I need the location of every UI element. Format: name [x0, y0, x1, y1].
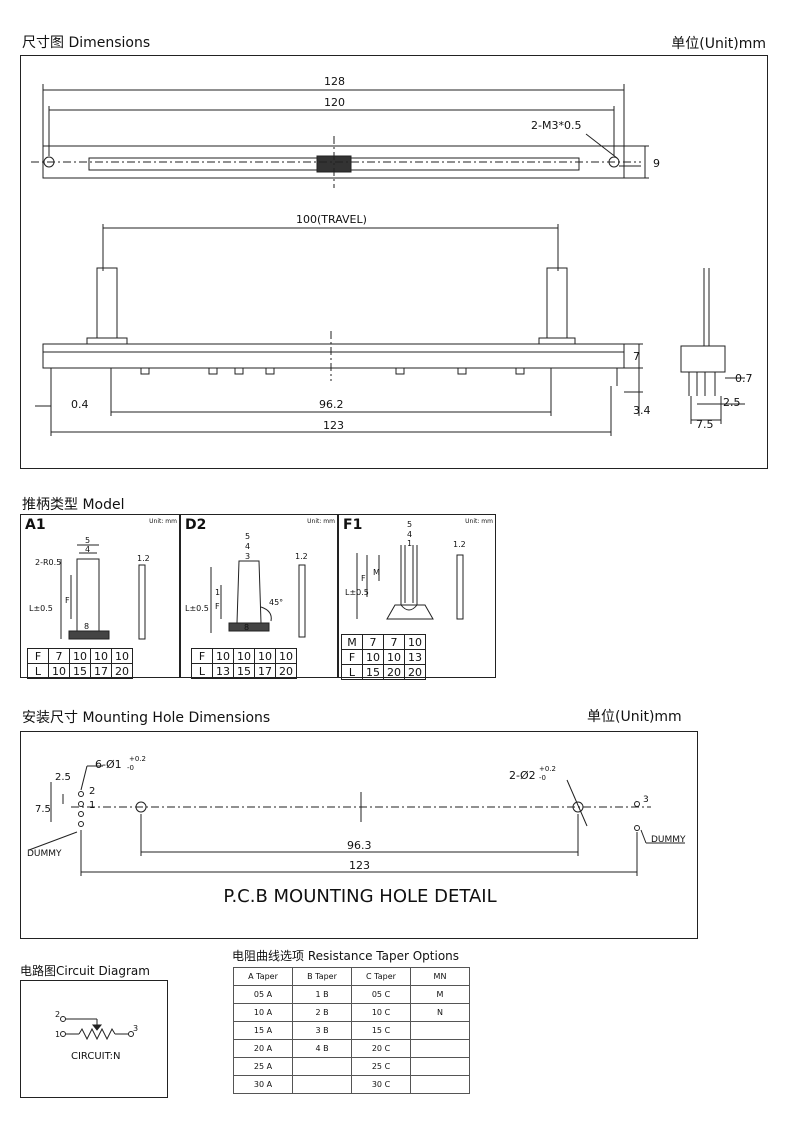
mounting-drawing-box: 6-Ø1 +0.2 -0 2-Ø2 +0.2 -0 2.5 7.5 1 2 3 … [20, 731, 698, 939]
dimensions-drawing-box: 128 120 2-M3*0.5 9 100(TRAVEL) 7 0.7 0.4… [20, 55, 768, 469]
dim-travel: 100(TRAVEL) [296, 213, 367, 226]
circuit-pin-1: 1 [55, 1030, 60, 1039]
d2-dim-angle: 45° [269, 598, 283, 607]
mounting-drawing: 6-Ø1 +0.2 -0 2-Ø2 +0.2 -0 2.5 7.5 1 2 3 … [27, 755, 686, 876]
taper-title: 电阻曲线选项 Resistance Taper Options [232, 949, 460, 963]
panel-unit: Unit: mm [307, 518, 335, 525]
taper-header: C Taper [351, 967, 411, 986]
dim-screw: 2-M3*0.5 [531, 119, 581, 132]
mounting-unit: 单位(Unit)mm [587, 709, 682, 725]
knob-f1-drawing: 5 4 1 1.2 M F L±0.5 [345, 520, 466, 620]
d2-dim-5: 5 [245, 532, 250, 541]
dimensions-title: 尺寸图 Dimensions [22, 35, 151, 51]
f1-dim-4: 4 [407, 530, 412, 539]
f1-dim-f: F [361, 574, 366, 583]
a1-dim-4: 4 [85, 545, 90, 554]
taper-header: MN [410, 967, 470, 986]
panel-name: D2 [185, 517, 207, 533]
f1-dim-1: 1 [407, 539, 412, 548]
dim-96-2: 96.2 [319, 398, 344, 411]
d2-dim-8: 8 [244, 623, 249, 632]
f1-dim-1-2: 1.2 [453, 540, 466, 549]
dim-0-4: 0.4 [71, 398, 89, 411]
mount-dummy-left: DUMMY [27, 849, 62, 859]
circuit-label: CIRCUIT:N [71, 1051, 121, 1062]
mount-dim-7-5: 7.5 [35, 804, 51, 815]
mount-dummy-right: DUMMY [651, 835, 686, 845]
d2-dim-1-2: 1.2 [295, 552, 308, 561]
dim-123: 123 [323, 419, 344, 432]
dim-120: 120 [324, 96, 345, 109]
d2-dim-1: 1 [215, 588, 220, 597]
panel-unit: Unit: mm [149, 518, 177, 525]
circuit-box: 2 1 3 CIRCUIT:N [20, 980, 168, 1098]
f1-dim-5: 5 [407, 520, 412, 529]
dim-7: 7 [633, 350, 640, 363]
dimensions-drawing: 128 120 2-M3*0.5 9 100(TRAVEL) 7 0.7 0.4… [31, 75, 753, 436]
mounting-title: 安装尺寸 Mounting Hole Dimensions [22, 710, 271, 726]
mount-dim-123: 123 [349, 859, 370, 872]
a1-dim-5: 5 [85, 536, 90, 545]
model-title: 推柄类型 Model [22, 497, 125, 513]
knob-d2-drawing: 5 4 3 1.2 1 F L±0.5 45° 8 [185, 532, 308, 638]
circuit-pin-3: 3 [133, 1024, 138, 1033]
mount-pin-1: 1 [89, 800, 95, 811]
mount-big-holes: 2-Ø2 [509, 769, 536, 782]
dim-7-5: 7.5 [696, 418, 714, 431]
f1-dim-m: M [373, 568, 380, 577]
a1-dim-l: L±0.5 [29, 604, 53, 613]
dimensions-unit: 单位(Unit)mm [671, 36, 766, 52]
dim-128: 128 [324, 75, 345, 88]
mount-small-tol-top: +0.2 [129, 755, 146, 763]
a1-dim-radius: 2-R0.5 [35, 558, 61, 567]
circuit-pin-2: 2 [55, 1010, 60, 1019]
d2-dim-l: L±0.5 [185, 604, 209, 613]
taper-header: A Taper [233, 967, 293, 986]
circuit-title: 电路图Circuit Diagram [20, 964, 150, 978]
mount-pin-2: 2 [89, 786, 95, 797]
d2-dim-3: 3 [245, 552, 250, 561]
knob-a1-drawing: 5 4 2-R0.5 1.2 F L±0.5 8 [29, 536, 150, 640]
dim-9: 9 [653, 157, 660, 170]
mount-small-holes: 6-Ø1 [95, 758, 122, 771]
dim-0-7: 0.7 [735, 372, 753, 385]
mount-pin-3: 3 [643, 795, 649, 805]
a1-dim-1-2: 1.2 [137, 554, 150, 563]
d2-dim-f: F [215, 602, 220, 611]
mounting-caption: P.C.B MOUNTING HOLE DETAIL [223, 886, 497, 907]
mount-small-tol-bot: -0 [127, 764, 134, 772]
taper-header: B Taper [292, 967, 352, 986]
mount-big-tol-bot: -0 [539, 774, 546, 782]
d2-dim-4: 4 [245, 542, 250, 551]
panel-name: A1 [25, 517, 46, 533]
a1-dim-f: F [65, 596, 70, 605]
panel-unit: Unit: mm [465, 518, 493, 525]
dim-2-5: 2.5 [723, 396, 741, 409]
a1-dim-8: 8 [84, 622, 89, 631]
mount-big-tol-top: +0.2 [539, 765, 556, 773]
mount-dim-96-3: 96.3 [347, 839, 372, 852]
f1-dim-l: L±0.5 [345, 588, 369, 597]
panel-name: F1 [343, 517, 363, 533]
mount-dim-2-5: 2.5 [55, 772, 71, 783]
dim-3-4: 3.4 [633, 404, 651, 417]
circuit-diagram: 2 1 3 CIRCUIT:N [55, 1010, 138, 1062]
